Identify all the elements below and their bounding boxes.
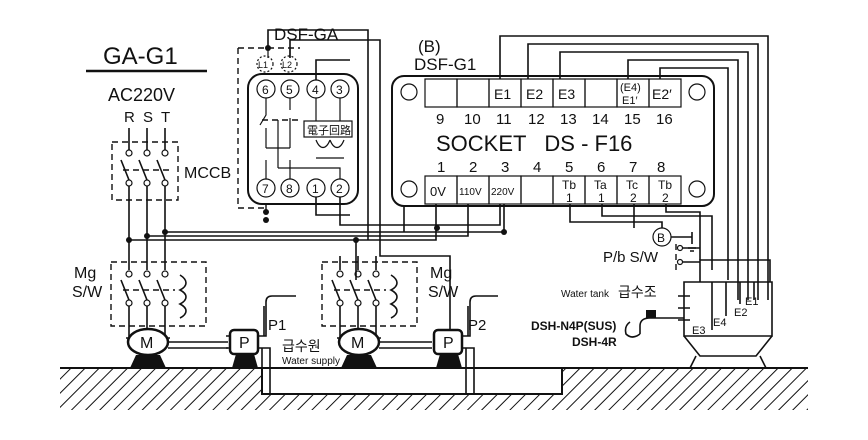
voltage-label: AC220V bbox=[108, 85, 175, 105]
socket-bottom-terminals: 0V 110V 220V Tb 1 Ta 1 Tc 2 Tb 2 bbox=[424, 175, 682, 205]
water-pit bbox=[261, 367, 563, 395]
socket-top-label: E1 bbox=[494, 86, 511, 102]
mccb-box bbox=[111, 141, 179, 201]
socket-bottom-label: 2 bbox=[630, 191, 637, 205]
socket-top-number: 15 bbox=[624, 111, 641, 128]
water-tank bbox=[624, 259, 773, 369]
socket-top-label: (E4) bbox=[620, 82, 641, 94]
mg-sw-1-label-b: S/W bbox=[72, 284, 103, 301]
model-2: DSH-4R bbox=[572, 335, 617, 349]
mccb-breaker bbox=[111, 128, 179, 260]
socket-top-number: 16 bbox=[656, 111, 673, 128]
electrode-e1: E1 bbox=[745, 296, 758, 308]
mg-sw-2-label-b: S/W bbox=[428, 284, 459, 301]
dsfga-top-term: 3 bbox=[336, 83, 343, 97]
b-marker: B bbox=[657, 231, 665, 245]
socket-top-label: E2′ bbox=[652, 86, 672, 102]
socket-bottom-number: 2 bbox=[469, 159, 477, 176]
mg-sw-1 bbox=[110, 260, 207, 338]
socket-bottom-number: 4 bbox=[533, 159, 541, 176]
dsfga-top-term: 4 bbox=[312, 83, 319, 97]
socket-top-number: 13 bbox=[560, 111, 577, 128]
socket-bottom-label: 2 bbox=[662, 191, 669, 205]
phase-r: R bbox=[124, 109, 135, 126]
socket-screw bbox=[688, 83, 706, 101]
electrode-e2: E2 bbox=[734, 307, 747, 319]
dsfga-relay-box bbox=[247, 73, 359, 205]
socket-bottom-number: 3 bbox=[501, 159, 509, 176]
dsfga-circuit-label: 電子回路 bbox=[307, 124, 351, 137]
socket-top-number: 11 bbox=[496, 111, 512, 128]
socket-bottom-label: 110V bbox=[459, 187, 482, 198]
junction-dots bbox=[126, 217, 507, 243]
motor-pump-2 bbox=[337, 295, 498, 394]
socket-bottom-label: 1 bbox=[598, 191, 605, 205]
mg-sw-2 bbox=[321, 256, 418, 338]
socket-top-label: E2 bbox=[526, 86, 543, 102]
motor-pump-1 bbox=[126, 295, 296, 394]
socket-bottom-number: 5 bbox=[565, 159, 573, 176]
socket-top-label: E1′ bbox=[622, 95, 638, 107]
socket-bottom-label: 1 bbox=[566, 191, 573, 205]
motor-1-label: M bbox=[140, 335, 153, 352]
socket-bottom-label: Ta bbox=[594, 178, 607, 192]
dsfga-bottom-term: 1 bbox=[312, 182, 319, 196]
socket-bottom-number: 8 bbox=[657, 159, 665, 176]
socket-top-number: 14 bbox=[592, 111, 609, 128]
wire-bundle bbox=[129, 29, 769, 330]
socket-top-number: 12 bbox=[528, 111, 545, 128]
dsfga-circuit-box bbox=[303, 120, 353, 138]
aux-l2: L2 bbox=[282, 60, 292, 70]
socket-top-number: 10 bbox=[464, 111, 481, 128]
water-supply-kr: 급수원 bbox=[282, 338, 321, 354]
socket-top-numbers: 9 10 11 12 13 14 15 16 bbox=[436, 111, 673, 128]
socket-bottom-label: Tb bbox=[658, 178, 672, 192]
dsfga-bottom-term: 7 bbox=[262, 182, 269, 196]
p1-label: P1 bbox=[268, 317, 286, 334]
socket-bottom-numbers: 1 2 3 4 5 6 7 8 bbox=[437, 159, 665, 176]
electrode-e3: E3 bbox=[692, 325, 705, 337]
pb-switch-label: P/b S/W bbox=[603, 249, 659, 266]
dsfga-top-term: 6 bbox=[262, 83, 269, 97]
aux-l1: L1 bbox=[258, 60, 268, 70]
water-supply-en: Water supply bbox=[282, 356, 340, 367]
model-1: DSH-N4P(SUS) bbox=[531, 319, 616, 333]
socket-bottom-label: Tc bbox=[626, 178, 638, 192]
socket-screw bbox=[688, 180, 706, 198]
electrode-e4: E4 bbox=[713, 317, 726, 329]
socket-bottom-label: 0V bbox=[430, 184, 446, 199]
phase-s: S bbox=[143, 109, 153, 126]
socket-title: SOCKET DS - F16 bbox=[436, 131, 632, 156]
dsfga-bottom-term: 8 bbox=[286, 182, 293, 196]
mccb-label: MCCB bbox=[184, 165, 231, 182]
socket-top-label: E3 bbox=[558, 86, 575, 102]
socket-bottom-label: Tb bbox=[562, 178, 576, 192]
phase-t: T bbox=[161, 109, 170, 126]
socket-bottom-label: 220V bbox=[491, 187, 515, 198]
socket-body bbox=[391, 75, 715, 207]
socket-screw bbox=[400, 180, 418, 198]
p2-label: P2 bbox=[468, 317, 486, 334]
dsfga-top-term: 5 bbox=[286, 83, 293, 97]
b-label: (B) bbox=[418, 37, 441, 56]
tank-label-kr: 급수조 bbox=[618, 284, 657, 300]
tank-label-en: Water tank bbox=[561, 289, 610, 300]
socket-top-number: 9 bbox=[436, 111, 444, 128]
mg-sw-1-label-a: Mg bbox=[74, 265, 96, 282]
pump-2-label: P bbox=[443, 335, 454, 352]
socket-screw bbox=[400, 83, 418, 101]
pump-1-label: P bbox=[239, 335, 250, 352]
motor-2-label: M bbox=[351, 335, 364, 352]
socket-bottom-number: 6 bbox=[597, 159, 605, 176]
diagram-title: GA-G1 bbox=[103, 43, 178, 70]
dsfga-bottom-term: 2 bbox=[336, 182, 343, 196]
socket-bottom-number: 1 bbox=[437, 159, 445, 176]
dsfga-label: DSF-GA bbox=[274, 25, 339, 44]
dsfg1-label: DSF-G1 bbox=[414, 55, 476, 74]
socket-top-terminals: E1 E2 E3 (E4) E1′ E2′ bbox=[424, 78, 682, 108]
socket-bottom-number: 7 bbox=[629, 159, 637, 176]
mg-sw-2-label-a: Mg bbox=[430, 265, 452, 282]
phase-labels: R S T bbox=[124, 109, 170, 126]
